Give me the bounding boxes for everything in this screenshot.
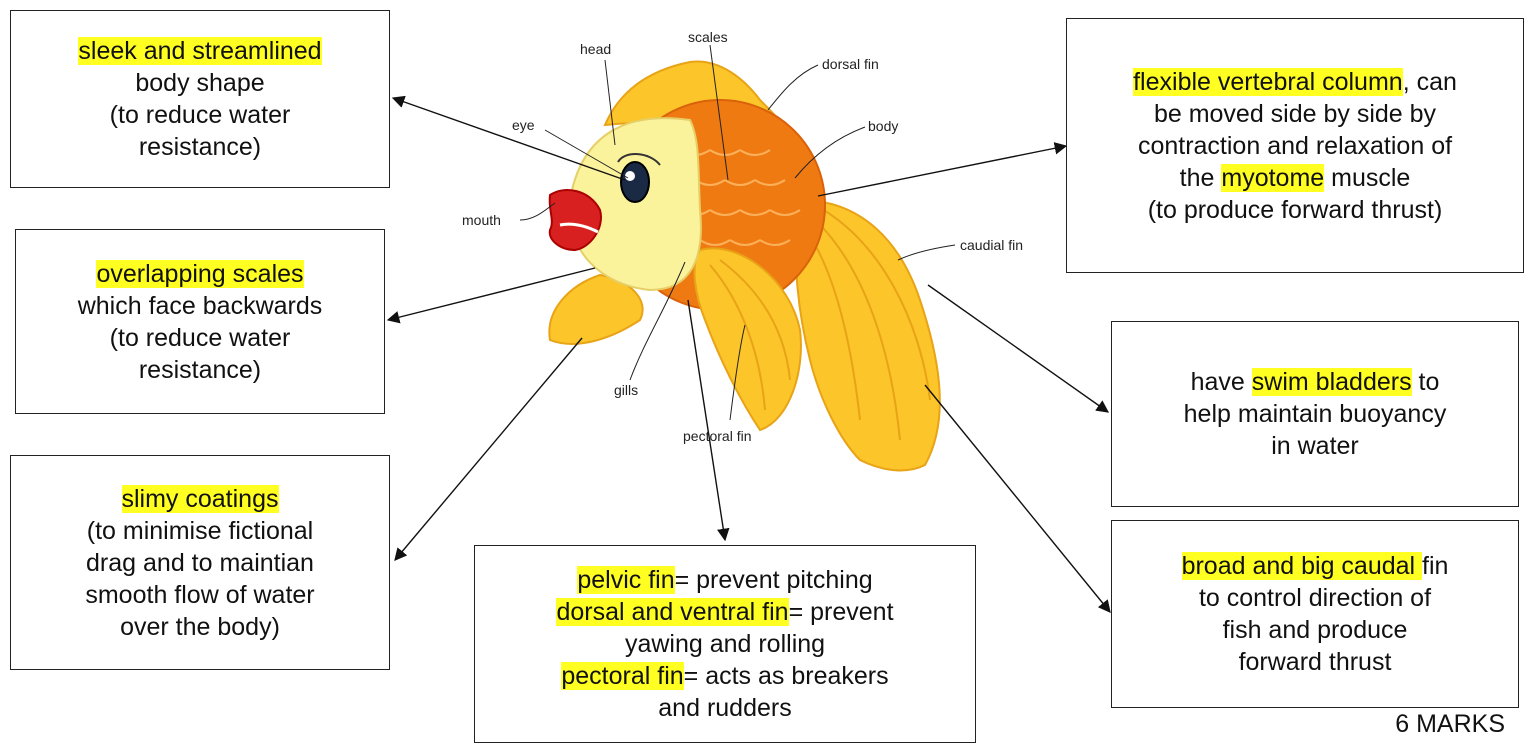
text-line: drag and to maintian [86, 547, 314, 579]
text-segment: , can [1403, 68, 1457, 96]
highlight-streamlined: sleek and streamlined [78, 37, 321, 65]
text-line: and rudders [658, 692, 791, 724]
text-segment: fin [1422, 552, 1448, 580]
highlight-myotome: myotome [1221, 164, 1324, 192]
arrow-streamlined [393, 98, 625, 180]
text-line: (to reduce water [110, 322, 291, 354]
text-segment: = prevent [789, 598, 894, 626]
box-slimy-coatings: slimy coatings (to minimise fictional dr… [10, 455, 390, 670]
text-line: help maintain buoyancy [1184, 398, 1447, 430]
arrow-scales [388, 268, 595, 320]
text-line: over the body) [120, 611, 280, 643]
text-line: yawing and rolling [625, 628, 825, 660]
text-segment: = acts as breakers [684, 662, 889, 690]
text-line: be moved side by side by [1154, 98, 1436, 130]
text-segment: to [1412, 368, 1440, 396]
highlight-pelvic-fin: pelvic fin [577, 566, 674, 594]
box-vertebral-column: flexible vertebral column, can be moved … [1066, 18, 1524, 273]
arrow-bladder [928, 285, 1108, 412]
box-streamlined: sleek and streamlined body shape (to red… [10, 10, 390, 188]
text-line: resistance) [139, 131, 261, 163]
text-segment: have [1191, 368, 1252, 396]
text-line: to control direction of [1199, 582, 1431, 614]
text-line: contraction and relaxation of [1138, 130, 1452, 162]
highlight-caudal: broad and big caudal [1182, 552, 1422, 580]
text-segment: muscle [1324, 164, 1410, 192]
marks-label: 6 MARKS [1395, 710, 1505, 739]
text-line: smooth flow of water [85, 579, 314, 611]
text-line: resistance) [139, 354, 261, 386]
text-segment: = prevent pitching [675, 566, 873, 594]
text-line: forward thrust [1239, 646, 1392, 678]
highlight-overlapping-scales: overlapping scales [96, 260, 303, 288]
box-swim-bladders: have swim bladders to help maintain buoy… [1111, 321, 1519, 507]
text-line: body shape [135, 67, 264, 99]
text-line: fish and produce [1223, 614, 1408, 646]
highlight-vertebral-column: flexible vertebral column [1133, 68, 1403, 96]
highlight-slimy-coatings: slimy coatings [122, 485, 279, 513]
text-line: in water [1271, 430, 1359, 462]
box-fins: pelvic fin= prevent pitching dorsal and … [474, 545, 976, 743]
text-line: which face backwards [78, 290, 323, 322]
text-segment: the [1180, 164, 1222, 192]
arrow-slimy [395, 338, 582, 560]
box-caudal-fin: broad and big caudal fin to control dire… [1111, 520, 1519, 708]
text-line: (to reduce water [110, 99, 291, 131]
box-overlapping-scales: overlapping scales which face backwards … [15, 229, 385, 414]
text-line: (to produce forward thrust) [1148, 194, 1443, 226]
arrow-vertebral [818, 146, 1066, 196]
highlight-pectoral-fin: pectoral fin [561, 662, 683, 690]
highlight-dorsal-ventral-fin: dorsal and ventral fin [556, 598, 788, 626]
arrow-fins [688, 300, 725, 540]
text-line: (to minimise fictional [87, 515, 313, 547]
highlight-swim-bladders: swim bladders [1252, 368, 1412, 396]
